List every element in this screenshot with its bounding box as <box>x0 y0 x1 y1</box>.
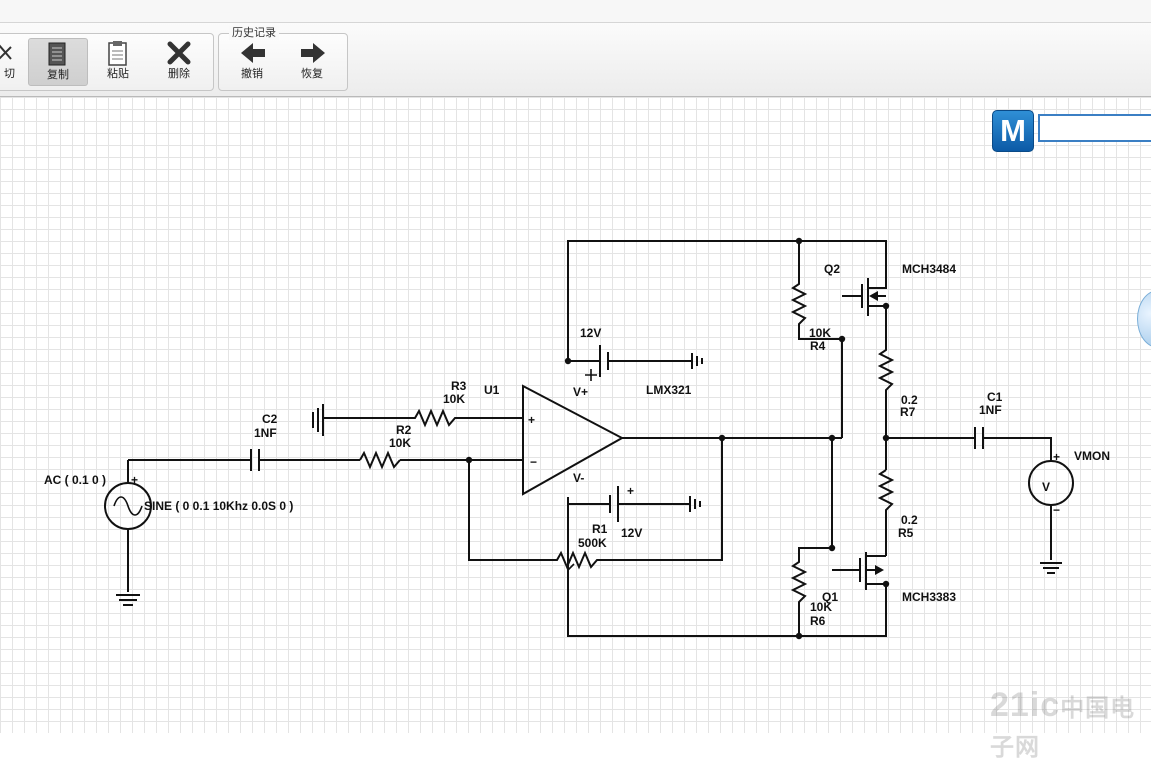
c1-ref: C1 <box>987 390 1003 404</box>
r6-ref: R6 <box>810 614 826 628</box>
watermark: 21ic中国电子网 <box>990 686 1136 761</box>
svg-text:+: + <box>1053 450 1060 464</box>
r2-ref: R2 <box>396 423 412 437</box>
q2-ref: Q2 <box>824 262 840 276</box>
c1-value: 1NF <box>979 403 1002 417</box>
toolbar: 切 复制 粘贴 删除 历史记录 撤销 <box>0 23 1151 97</box>
opamp-symbol <box>522 384 625 496</box>
u1-vminus: V- <box>573 471 584 485</box>
schematic-canvas[interactable] <box>0 97 1151 733</box>
paste-icon <box>89 39 147 67</box>
copy-button[interactable]: 复制 <box>28 38 88 86</box>
r4-symbol <box>790 241 842 340</box>
u1-ref: U1 <box>484 383 500 397</box>
r1-value: 500K <box>578 536 607 550</box>
r7-value: 0.2 <box>901 393 918 407</box>
vneg-value: 12V <box>621 526 642 540</box>
vmon-ref: VMON <box>1074 449 1110 463</box>
redo-button[interactable]: 恢复 <box>283 38 341 84</box>
delete-icon <box>150 39 208 67</box>
svg-text:+: + <box>131 473 138 487</box>
r5-ref: R5 <box>898 526 914 540</box>
r7-symbol <box>877 320 895 470</box>
r4-ref: R4 <box>810 339 826 353</box>
r6-symbol <box>790 438 833 636</box>
c2-ref: C2 <box>262 412 278 426</box>
source-label: AC ( 0.1 0 ) <box>44 473 106 487</box>
r3-symbol <box>323 408 522 428</box>
history-group: 历史记录 撤销 恢复 <box>218 26 348 91</box>
r3-ref: R3 <box>451 379 467 393</box>
redo-arrow-icon <box>283 39 341 67</box>
history-group-title: 历史记录 <box>229 26 279 40</box>
source-function-label: SINE ( 0 0.1 10Khz 0.0S 0 ) <box>144 499 293 513</box>
vpos-value: 12V <box>580 326 601 340</box>
r4-value: 10K <box>809 326 831 340</box>
delete-button[interactable]: 删除 <box>150 38 208 84</box>
vmon-symbol: V <box>1042 480 1050 494</box>
r3-value: 10K <box>443 392 465 406</box>
edit-group: 切 复制 粘贴 删除 <box>0 33 214 91</box>
r6-value: 10K <box>810 600 832 614</box>
search-input[interactable] <box>1038 114 1151 142</box>
cut-icon <box>0 39 33 67</box>
r7-ref: R7 <box>900 405 916 419</box>
ac-source-symbol <box>104 482 152 530</box>
u1-vplus: V+ <box>573 385 588 399</box>
r1-symbol <box>468 438 723 570</box>
copy-icon <box>29 40 87 68</box>
q2-part: MCH3484 <box>902 262 956 276</box>
undo-button[interactable]: 撤销 <box>223 38 281 84</box>
u1-minus: − <box>530 455 537 469</box>
svg-text:−: − <box>1053 503 1060 517</box>
r5-value: 0.2 <box>901 513 918 527</box>
top-menu-bar <box>0 0 1151 23</box>
voltmeter-symbol <box>1028 460 1074 506</box>
brand-logo[interactable]: M <box>992 110 1034 152</box>
u1-part: LMX321 <box>646 383 692 397</box>
cut-button[interactable]: 切 <box>0 38 33 84</box>
r1-ref: R1 <box>592 522 608 536</box>
r2-symbol <box>359 450 401 470</box>
q1-part: MCH3383 <box>902 590 956 604</box>
undo-arrow-icon <box>223 39 281 67</box>
u1-plus: + <box>528 413 535 427</box>
r2-value: 10K <box>389 436 411 450</box>
r5-symbol <box>877 469 895 556</box>
c2-value: 1NF <box>254 426 277 440</box>
circuit-schematic: AC ( 0.1 0 ) SINE ( 0 0.1 10Khz 0.0S 0 )… <box>44 237 1110 640</box>
paste-button[interactable]: 粘贴 <box>89 38 147 84</box>
svg-text:+: + <box>627 484 634 498</box>
q1-ref: Q1 <box>822 590 838 604</box>
